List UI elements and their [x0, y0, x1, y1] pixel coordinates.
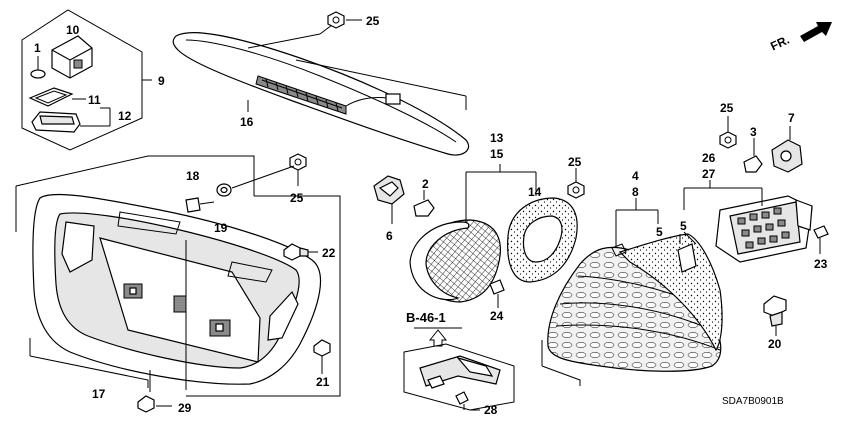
label-part-3: 3: [750, 125, 757, 139]
label-part-23: 23: [814, 257, 828, 271]
label-part-27: 27: [702, 167, 716, 181]
part-20-clip[interactable]: [763, 295, 787, 336]
bracket-13-15: [466, 164, 536, 173]
part-14-gasket[interactable]: [507, 172, 578, 283]
part-25-nut-lamp[interactable]: [567, 168, 585, 199]
label-part-17: 17: [92, 387, 106, 401]
label-part-29: 29: [178, 401, 192, 415]
part-24-screw[interactable]: [489, 279, 505, 308]
label-part-16: 16: [240, 115, 254, 129]
label-part-11: 11: [88, 93, 101, 107]
part-18-screw[interactable]: [185, 197, 215, 213]
label-part-28: 28: [484, 403, 498, 417]
label-part-9: 9: [158, 74, 165, 88]
part-12-lens[interactable]: [31, 111, 110, 133]
label-part-12: 12: [118, 109, 132, 123]
label-part-25-top: 25: [366, 14, 380, 28]
bracket-26-27: [683, 180, 763, 245]
label-part-13: 13: [490, 131, 504, 145]
label-part-24: 24: [490, 309, 504, 323]
part-25-nut-right[interactable]: [719, 116, 737, 149]
bracket-17-bounds: [15, 155, 341, 397]
label-part-10: 10: [66, 23, 80, 37]
reference-label: B-46-1: [406, 310, 446, 325]
part-21-clip[interactable]: [313, 339, 331, 374]
label-part-26: 26: [702, 151, 716, 165]
label-part-4: 4: [632, 169, 639, 183]
part-29-clip[interactable]: [137, 395, 172, 413]
part-3-bulb[interactable]: [743, 138, 763, 173]
label-part-19: 19: [214, 221, 228, 235]
part-25-nut-mid[interactable]: [289, 153, 307, 186]
diagram-code: SDA7B0901B: [722, 396, 784, 407]
label-part-22: 22: [322, 246, 336, 260]
label-part-5-a: 5: [656, 225, 663, 239]
part-26-27-board[interactable]: [715, 195, 813, 263]
license-light-group: [21, 9, 152, 151]
part-16-high-mount-light[interactable]: [172, 32, 470, 156]
bracket-4-8: [541, 198, 681, 386]
part-1-bulb[interactable]: [30, 56, 46, 79]
label-part-25-right: 25: [720, 101, 734, 115]
part-22-clip[interactable]: [283, 243, 318, 261]
part-13-15-lamp-housing[interactable]: [409, 172, 501, 303]
part-2-bulb[interactable]: [413, 190, 435, 217]
direction-label: FR.: [768, 33, 791, 54]
label-part-15: 15: [490, 147, 504, 161]
part-10-housing[interactable]: [51, 35, 93, 79]
part-19-washer[interactable]: [216, 165, 295, 197]
part-28-bracket-group[interactable]: [403, 343, 515, 411]
label-part-14: 14: [528, 185, 542, 199]
part-11-gasket[interactable]: [28, 87, 86, 107]
part-4-8-tail-lamp[interactable]: [547, 233, 723, 372]
label-part-6: 6: [386, 229, 393, 243]
part-23-screw[interactable]: [813, 225, 829, 254]
label-part-7: 7: [788, 111, 795, 125]
part-17-trunk-garnish[interactable]: [32, 193, 322, 392]
label-part-21: 21: [316, 375, 330, 389]
label-part-1: 1: [34, 41, 41, 55]
label-part-25-mid: 25: [290, 191, 304, 205]
label-part-25-lamp: 25: [568, 155, 582, 169]
label-part-20: 20: [768, 337, 782, 351]
label-part-18: 18: [186, 169, 200, 183]
label-part-5-b: 5: [680, 219, 687, 233]
label-part-8: 8: [632, 185, 639, 199]
part-labels: 10 1 9 11 12 16 25 18 19 25 22 21 17 29 …: [34, 14, 828, 417]
part-7-socket[interactable]: [771, 126, 803, 173]
part-25-nut-top[interactable]: [327, 11, 362, 29]
fr-direction-arrow-icon: [800, 22, 832, 42]
label-part-2: 2: [422, 177, 429, 191]
part-6-socket[interactable]: [373, 175, 405, 224]
reference-arrow: [414, 327, 462, 347]
